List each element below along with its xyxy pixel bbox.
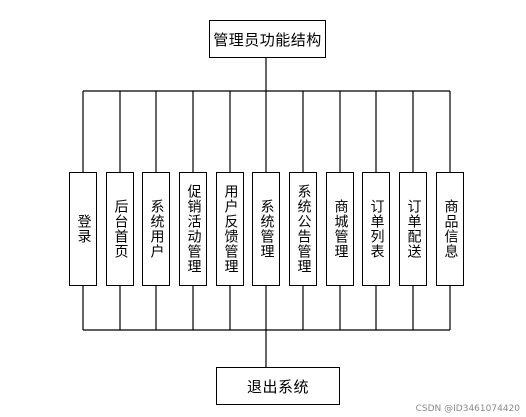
module-node: 系统公告管理 bbox=[289, 172, 317, 286]
module-node-label: 后台首页 bbox=[112, 199, 129, 259]
module-node-label: 促销活动管理 bbox=[185, 184, 202, 274]
module-node-label: 商城管理 bbox=[332, 199, 349, 259]
module-node-label: 系统用户 bbox=[148, 199, 165, 259]
module-node-label: 系统公告管理 bbox=[295, 184, 312, 274]
watermark: CSDN @ID3461074420 bbox=[415, 404, 520, 414]
root-node-label: 管理员功能结构 bbox=[213, 30, 322, 49]
module-node: 促销活动管理 bbox=[179, 172, 207, 286]
module-node-label: 系统管理 bbox=[258, 199, 275, 259]
module-node-label: 商品信息 bbox=[442, 199, 459, 259]
root-node: 管理员功能结构 bbox=[209, 20, 326, 58]
module-node: 商品信息 bbox=[436, 172, 464, 286]
module-node: 订单列表 bbox=[362, 172, 390, 286]
module-node: 订单配送 bbox=[399, 172, 427, 286]
module-node-label: 登录 bbox=[75, 214, 92, 244]
module-node: 系统用户 bbox=[142, 172, 170, 286]
module-node: 商城管理 bbox=[326, 172, 354, 286]
module-node: 系统管理 bbox=[252, 172, 280, 286]
exit-node: 退出系统 bbox=[216, 367, 340, 405]
module-node: 登录 bbox=[69, 172, 97, 286]
module-node-label: 用户反馈管理 bbox=[222, 184, 239, 274]
module-node: 后台首页 bbox=[106, 172, 134, 286]
module-node: 用户反馈管理 bbox=[216, 172, 244, 286]
module-node-label: 订单配送 bbox=[405, 199, 422, 259]
module-node-label: 订单列表 bbox=[368, 199, 385, 259]
exit-node-label: 退出系统 bbox=[246, 377, 309, 396]
